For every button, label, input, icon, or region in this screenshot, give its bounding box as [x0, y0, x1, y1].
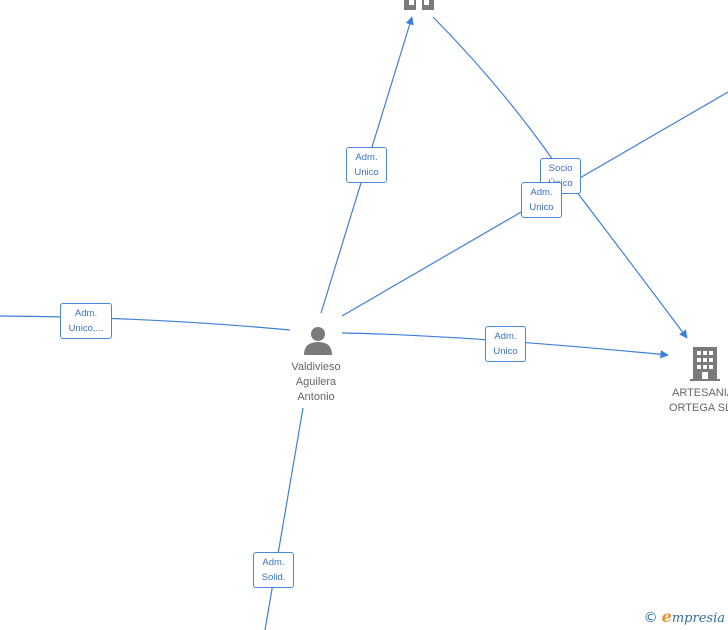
edge-line-to-bottom	[264, 407, 304, 630]
edge-label-line: Adm.	[530, 187, 553, 198]
edge-line-to-left	[0, 315, 291, 331]
edge-label-line: Adm.	[355, 152, 378, 163]
edge-label-line: Socio	[548, 163, 573, 174]
edge-label-line: Adm.	[74, 308, 98, 319]
person-icon[interactable]	[304, 327, 332, 355]
edge-line-to-right	[341, 332, 669, 359]
edge-label-line: Adm.	[494, 331, 517, 342]
edge-label-adm-unico-right[interactable]: Adm. Unico	[485, 326, 526, 362]
person-name-line: Valdivieso	[291, 361, 341, 373]
company-name-line: ORTEGA SL	[669, 402, 728, 414]
company-name-label[interactable]: ARTESANIA ORTEGA SL	[664, 386, 728, 416]
person-name-label[interactable]: Valdivieso Aguilera Antonio	[276, 360, 356, 405]
building-icon[interactable]	[690, 347, 720, 381]
edge-label-adm-solid-bottom[interactable]: Adm. Solid.	[253, 552, 294, 588]
copyright-symbol: ©	[643, 610, 658, 626]
company-name-line: ARTESANIA	[672, 387, 728, 399]
edge-label-line: Unico	[354, 167, 379, 178]
person-name-line: Aguilera	[295, 376, 337, 388]
edge-label-adm-unico-top[interactable]: Adm. Unico	[346, 147, 387, 183]
edge-label-adm-unico-left[interactable]: Adm. Unico,...	[60, 303, 112, 339]
edge-label-line: Unico,...	[68, 323, 104, 334]
edge-label-line: Unico	[529, 202, 554, 213]
logo-initial: e	[661, 607, 672, 626]
logo-text: mpresia	[671, 611, 725, 626]
edge-label-line: Adm.	[262, 557, 285, 568]
edge-label-line: Unico	[493, 346, 518, 357]
person-name-line: Antonio	[297, 391, 335, 403]
edge-label-line: Solid.	[261, 572, 286, 583]
building-icon[interactable]	[404, 0, 434, 10]
edge-label-adm-unico-upper-right[interactable]: Adm. Unico	[521, 182, 562, 218]
empresia-logo[interactable]: ©empresia	[644, 607, 725, 626]
